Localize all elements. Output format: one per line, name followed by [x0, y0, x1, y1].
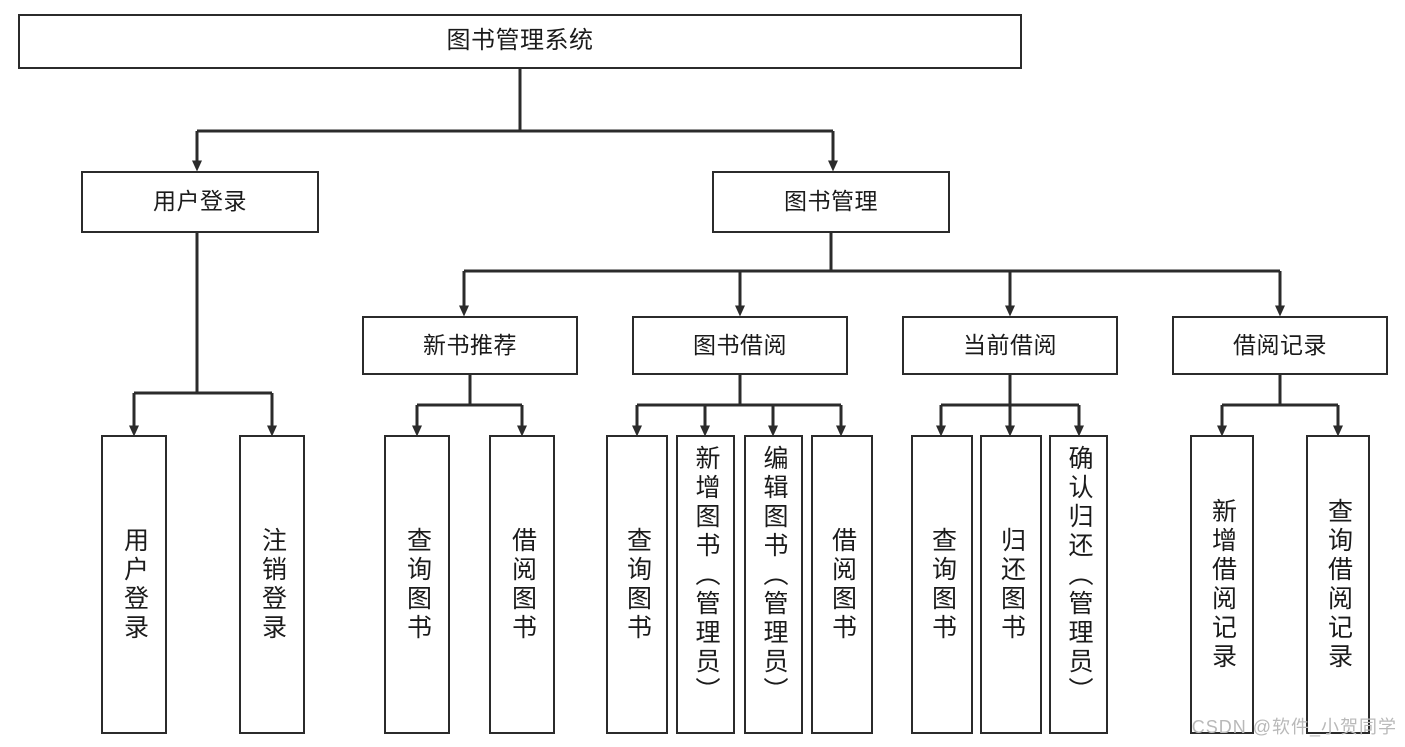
- node-book-borrow[interactable]: 图书借阅: [632, 316, 848, 375]
- node-label: 归还图书: [997, 526, 1026, 643]
- leaf-query-book-borrow[interactable]: 查询图书: [606, 435, 668, 734]
- leaf-query-book-current[interactable]: 查询图书: [911, 435, 973, 734]
- node-label: 当前借阅: [963, 331, 1057, 358]
- node-label: 借阅记录: [1233, 331, 1327, 358]
- leaf-add-borrow-record[interactable]: 新增借阅记录: [1190, 435, 1254, 734]
- node-root-system[interactable]: 图书管理系统: [18, 14, 1022, 69]
- node-label: 借阅图书: [828, 526, 857, 643]
- node-label: 查询图书: [403, 526, 432, 643]
- node-label: 用户登录: [120, 526, 149, 643]
- node-label: 查询借阅记录: [1324, 497, 1353, 672]
- leaf-add-book-admin[interactable]: 新增图书（管理员）: [676, 435, 735, 734]
- leaf-return-book[interactable]: 归还图书: [980, 435, 1042, 734]
- leaf-borrow-book-recommend[interactable]: 借阅图书: [489, 435, 555, 734]
- node-label: 图书管理: [784, 188, 878, 215]
- node-label: 编辑图书（管理员）: [760, 445, 788, 706]
- node-label: 新增借阅记录: [1208, 497, 1237, 672]
- node-label: 图书借阅: [693, 331, 787, 358]
- leaf-user-login[interactable]: 用户登录: [101, 435, 167, 734]
- leaf-query-borrow-record[interactable]: 查询借阅记录: [1306, 435, 1370, 734]
- node-borrow-record[interactable]: 借阅记录: [1172, 316, 1388, 375]
- node-label: 新书推荐: [423, 331, 517, 358]
- node-label: 用户登录: [153, 188, 247, 215]
- node-label: 新增图书（管理员）: [692, 445, 720, 706]
- node-label: 借阅图书: [508, 526, 537, 643]
- node-book-management[interactable]: 图书管理: [712, 171, 950, 233]
- node-user-login[interactable]: 用户登录: [81, 171, 319, 233]
- node-label: 注销登录: [258, 526, 287, 643]
- node-new-book-recommend[interactable]: 新书推荐: [362, 316, 578, 375]
- node-label: 查询图书: [928, 526, 957, 643]
- leaf-confirm-return-admin[interactable]: 确认归还（管理员）: [1049, 435, 1108, 734]
- leaf-borrow-book[interactable]: 借阅图书: [811, 435, 873, 734]
- node-label: 查询图书: [623, 526, 652, 643]
- leaf-logout[interactable]: 注销登录: [239, 435, 305, 734]
- node-current-borrow[interactable]: 当前借阅: [902, 316, 1118, 375]
- leaf-query-book-recommend[interactable]: 查询图书: [384, 435, 450, 734]
- node-label: 确认归还（管理员）: [1065, 445, 1093, 706]
- leaf-edit-book-admin[interactable]: 编辑图书（管理员）: [744, 435, 803, 734]
- node-label: 图书管理系统: [446, 27, 594, 55]
